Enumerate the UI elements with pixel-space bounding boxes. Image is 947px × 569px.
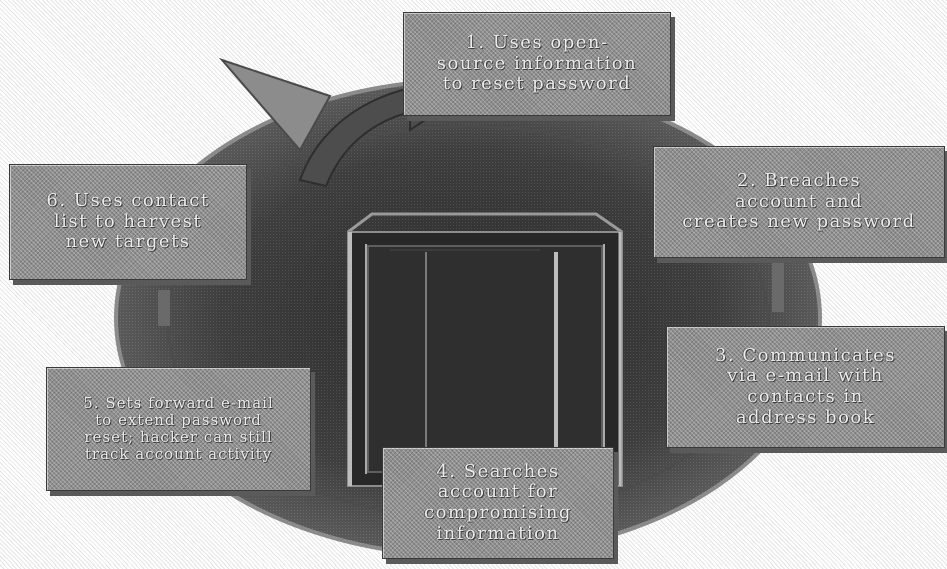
cycle-arrowhead: [218, 57, 332, 152]
step-6-label: 6. Uses contact list to harvest new targ…: [46, 189, 210, 253]
step-4-label: 4. Searches account for compromising inf…: [424, 460, 572, 544]
center-frame: [347, 212, 623, 487]
step-2-label: 2. Breaches account and creates new pass…: [682, 169, 916, 233]
step-5-label: 5. Sets forward e-mail to extend passwor…: [83, 393, 274, 464]
step-5-box: 5. Sets forward e-mail to extend passwor…: [46, 367, 311, 491]
step-1-box: 1. Uses open- source information to rese…: [403, 12, 671, 116]
connector-ticks: [158, 262, 784, 326]
step-3-label: 3. Communicates via e-mail with contacts…: [714, 344, 897, 428]
step-1-label: 1. Uses open- source information to rese…: [436, 31, 638, 95]
step-2-box: 2. Breaches account and creates new pass…: [653, 146, 945, 258]
step-4-box: 4. Searches account for compromising inf…: [382, 447, 614, 559]
step-6-box: 6. Uses contact list to harvest new targ…: [9, 164, 247, 280]
step-3-box: 3. Communicates via e-mail with contacts…: [666, 326, 945, 448]
